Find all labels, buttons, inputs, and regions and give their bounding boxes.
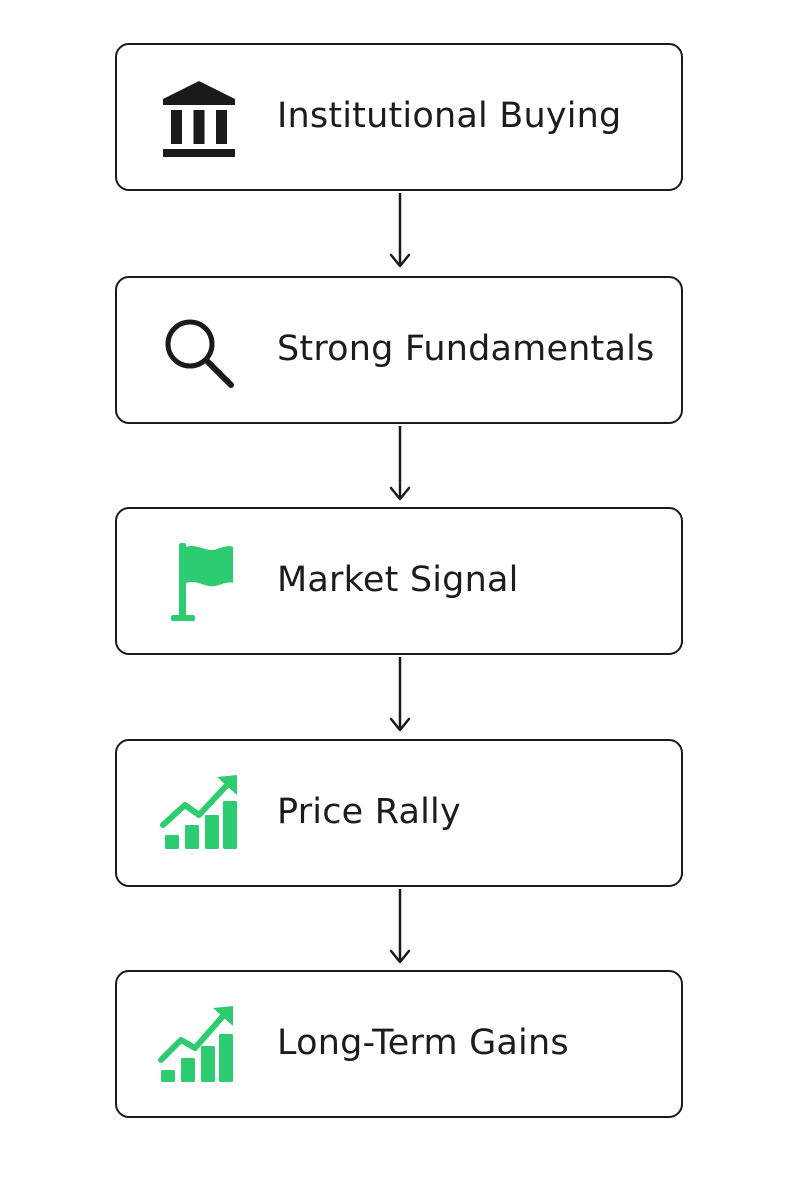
flow-step-strong-fundamentals: Strong Fundamentals (115, 276, 683, 424)
flow-arrow (388, 889, 412, 969)
flow-step-price-rally: Price Rally (115, 739, 683, 887)
step-label: Strong Fundamentals (277, 329, 655, 369)
flow-arrow (388, 426, 412, 506)
flow-arrow (388, 657, 412, 737)
flow-step-institutional-buying: Institutional Buying (115, 43, 683, 191)
growth-chart-icon (157, 1004, 241, 1088)
bank-icon (157, 77, 241, 161)
step-label: Long-Term Gains (277, 1023, 569, 1063)
step-label: Institutional Buying (277, 96, 622, 136)
step-label: Market Signal (277, 560, 519, 600)
flag-icon (157, 541, 241, 625)
flow-step-market-signal: Market Signal (115, 507, 683, 655)
growth-chart-icon (157, 773, 241, 857)
flow-arrow (388, 193, 412, 273)
magnifier-icon (157, 310, 241, 394)
step-label: Price Rally (277, 792, 461, 832)
flow-step-long-term-gains: Long-Term Gains (115, 970, 683, 1118)
